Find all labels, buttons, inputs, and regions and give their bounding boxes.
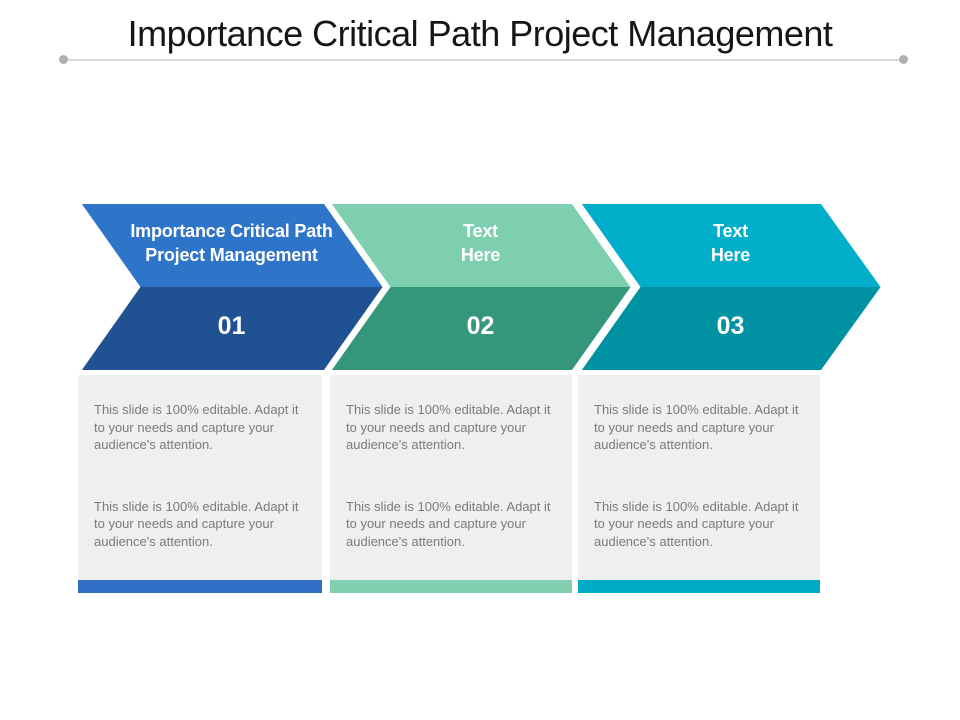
step-1-paragraph-2[interactable]: This slide is 100% editable. Adapt it to… [94, 498, 299, 549]
step-1-number[interactable]: 01 [217, 312, 246, 340]
step-3-outline [574, 200, 886, 374]
step-1-bottom-shape[interactable] [78, 287, 385, 372]
step-2-bottom-shape[interactable] [328, 287, 633, 372]
step-3-number[interactable]: 03 [716, 312, 745, 340]
process-arrows [74, 200, 886, 374]
step-1-top-shape[interactable] [78, 202, 385, 287]
divider-dot-left [59, 55, 68, 64]
step-3-description-box: This slide is 100% editable. Adapt it to… [578, 375, 820, 580]
step-1-label[interactable]: Importance Critical Path Project Managem… [78, 219, 385, 267]
step-3-top-shape[interactable] [578, 202, 883, 287]
step-3-paragraph-2[interactable]: This slide is 100% editable. Adapt it to… [594, 498, 799, 549]
step-3-bottom-shape[interactable] [578, 287, 883, 372]
step-2-outline [324, 200, 636, 374]
step-2-label-line2: Here [460, 245, 501, 265]
step-1-label-line1: Importance Critical Path [130, 221, 333, 241]
step-1-description-box: This slide is 100% editable. Adapt it to… [78, 375, 322, 580]
divider-dot-right [899, 55, 908, 64]
step-3-label-line2: Here [710, 245, 751, 265]
step-2-column: This slide is 100% editable. Adapt it to… [330, 375, 572, 593]
step-1-paragraph-1[interactable]: This slide is 100% editable. Adapt it to… [94, 402, 299, 452]
step-2-top-shape[interactable] [328, 202, 633, 287]
step-arrow-1 [74, 200, 388, 374]
page-title[interactable]: Importance Critical Path Project Managem… [127, 13, 833, 54]
step-2-label[interactable]: Text Here [328, 219, 633, 267]
step-2-paragraph-2[interactable]: This slide is 100% editable. Adapt it to… [346, 498, 551, 549]
step-1-accent-bar [78, 580, 322, 593]
step-3-label-line1: Text [713, 221, 748, 241]
step-1-column: This slide is 100% editable. Adapt it to… [78, 375, 322, 593]
divider-line [68, 59, 900, 61]
step-2-label-line1: Text [463, 221, 498, 241]
step-1-label-line2: Project Management [145, 245, 318, 265]
step-2-paragraph-1[interactable]: This slide is 100% editable. Adapt it to… [346, 402, 551, 452]
step-3-accent-bar [578, 580, 820, 593]
step-3-label[interactable]: Text Here [578, 219, 883, 267]
step-2-accent-bar [330, 580, 572, 593]
step-arrow-2 [324, 200, 636, 374]
step-2-description-box: This slide is 100% editable. Adapt it to… [330, 375, 572, 580]
step-3-paragraph-1[interactable]: This slide is 100% editable. Adapt it to… [594, 402, 799, 452]
step-3-column: This slide is 100% editable. Adapt it to… [578, 375, 820, 593]
step-2-number[interactable]: 02 [466, 312, 495, 340]
step-arrow-3 [574, 200, 886, 374]
step-1-outline [74, 200, 388, 374]
